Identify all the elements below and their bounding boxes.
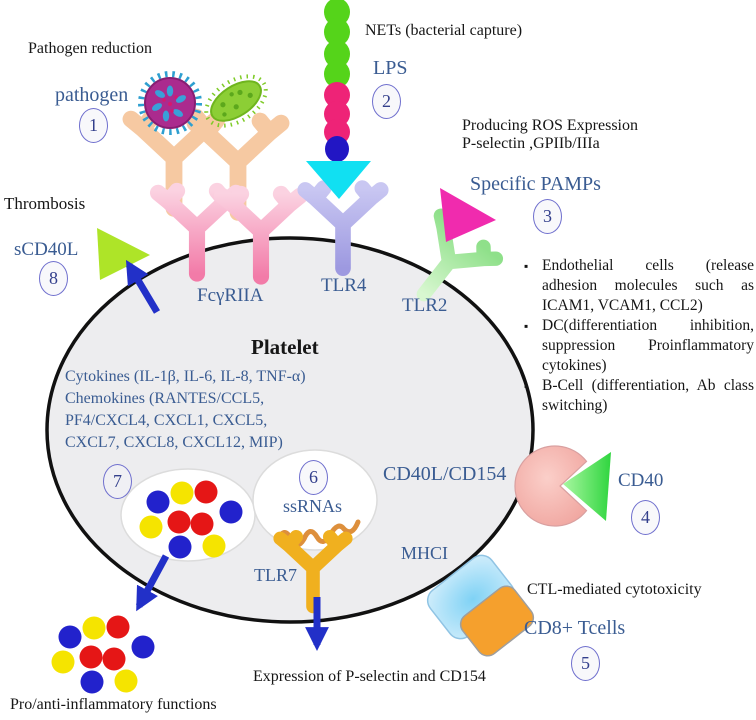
cd40l-pacman-icon (514, 445, 588, 527)
step-badge-7: 7 (103, 464, 132, 499)
granule-dot (190, 512, 214, 536)
ros-line1: Producing ROS Expression (462, 117, 638, 134)
granule-dot (58, 625, 82, 649)
cytokines-line: Chemokines (RANTES/CCL5, (65, 390, 265, 407)
mhci-label: MHCI (401, 543, 449, 563)
step-badge-4: 4 (631, 500, 660, 535)
ctl-cytotoxicity-label: CTL-mediated cytotoxicity (527, 581, 702, 598)
step-badge-6: 6 (299, 460, 328, 495)
lps-arrowhead-icon (306, 161, 371, 199)
granule-dot (194, 480, 218, 504)
cytokines-line: Cytokines (IL-1β, IL-6, IL-8, TNF-α) (65, 368, 306, 385)
cd8-tcells-label: CD8+ Tcells (524, 617, 626, 639)
granule-dot (170, 481, 194, 505)
granule-dot-cluster-inside (139, 480, 243, 559)
ros-line2: P-selectin ,GPIIb/IIIa (462, 134, 600, 152)
granule-dot (114, 669, 138, 693)
granule-vesicle-6 (252, 449, 378, 551)
cd40l-cd154-label: CD40L/CD154 (383, 463, 507, 485)
scd40l-triangle-icon (97, 228, 150, 280)
granule-dot (167, 510, 191, 534)
tlr4-label: TLR4 (321, 275, 367, 296)
cd40-effects-list: Endothelial cells (release adhesion mole… (521, 256, 754, 416)
pathogen-reduction-label: Pathogen reduction (28, 40, 152, 57)
scd40l-label: sCD40L (14, 239, 79, 260)
lps-label: LPS (373, 57, 408, 79)
thrombosis-label: Thrombosis (4, 194, 86, 213)
granule-dot-cluster-released (51, 615, 155, 694)
granule-dot (168, 535, 192, 559)
cytokines-list: Cytokines (IL-1β, IL-6, IL-8, TNF-α) Che… (65, 366, 306, 454)
granule-dot (202, 534, 226, 558)
cd8-tcell-block-icon (459, 585, 535, 657)
step-badge-8: 8 (39, 261, 68, 296)
net-chain-icon (324, 0, 350, 162)
granule-dot (51, 650, 75, 674)
pathogen-label: pathogen (55, 84, 129, 106)
granule-dot (102, 647, 126, 671)
virus-icon (138, 71, 202, 135)
pamps-triangle-icon (440, 188, 496, 242)
granule-dot (139, 515, 163, 539)
cytokines-line: PF4/CXCL4, CXCL1, CXCL5, (65, 412, 268, 429)
ros-expression-label: Producing ROS Expression P-selectin ,GPI… (462, 117, 638, 153)
list-item: DC(differentiation inhibition, suppressi… (521, 316, 754, 376)
platelet-title: Platelet (251, 335, 319, 359)
cd40-label: CD40 (618, 470, 664, 491)
ssrnas-label: ssRNAs (283, 496, 343, 516)
fcgriia-label: FcγRIIA (197, 285, 264, 306)
step-badge-2: 2 (372, 84, 401, 119)
tlr7-label: TLR7 (254, 565, 297, 585)
granule-dot (82, 616, 106, 640)
granule-dot (146, 490, 170, 514)
release-arrow-granules (135, 554, 170, 612)
step-badge-5: 5 (571, 646, 600, 681)
granule-dot (106, 615, 130, 639)
granule-dot (219, 500, 243, 524)
granule-dot (79, 645, 103, 669)
pro-anti-inflammatory-label: Pro/anti-inflammatory functions (10, 696, 217, 713)
step-badge-1: 1 (79, 108, 108, 143)
expression-pselectin-label: Expression of P-selectin and CD154 (253, 668, 486, 685)
cytokines-line: CXCL7, CXCL8, CXCL12, MIP) (65, 434, 283, 451)
specific-pamps-label: Specific PAMPs (470, 173, 601, 195)
release-arrow-scd40l (125, 259, 161, 314)
granule-dot (131, 635, 155, 659)
step-badge-3: 3 (533, 199, 562, 234)
tlr2-label: TLR2 (402, 295, 448, 316)
cd40-triangle-icon (563, 452, 611, 521)
list-item: B-Cell (differentiation, Ab class switch… (521, 376, 754, 416)
granule-dot (80, 670, 104, 694)
nets-label: NETs (bacterial capture) (365, 22, 523, 39)
list-item: Endothelial cells (release adhesion mole… (521, 256, 754, 316)
